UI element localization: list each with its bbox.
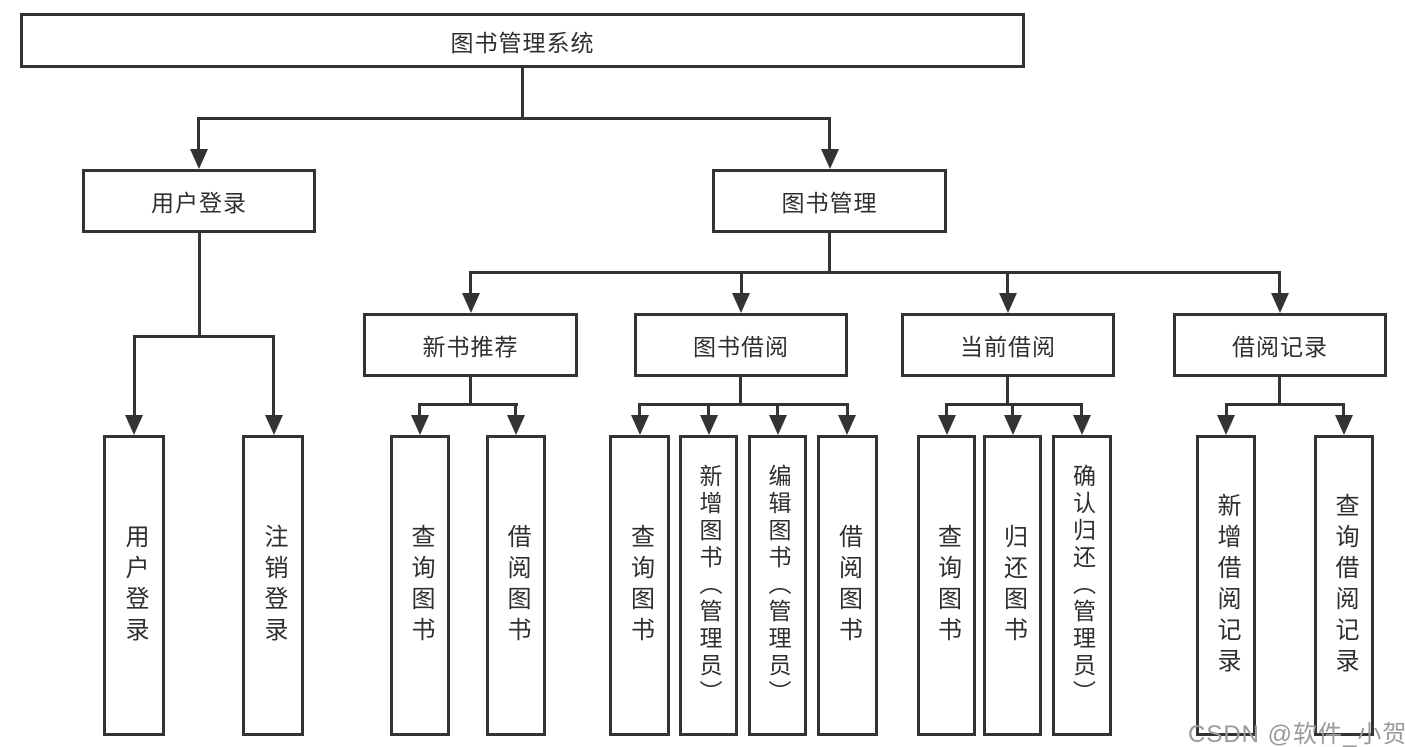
connector-line [707, 403, 710, 415]
node-user-login: 用户登录 [82, 169, 316, 233]
leaf-edit-books-admin: 编辑图书（管理员） [748, 435, 807, 736]
arrow-down-icon [938, 415, 956, 435]
node-library-management-system: 图书管理系统 [20, 13, 1025, 68]
leaf-borrow-books-recommend-label: 借阅图书 [503, 523, 530, 648]
arrow-down-icon [732, 293, 750, 313]
arrow-down-icon [700, 415, 718, 435]
arrow-down-icon [821, 149, 839, 169]
connector-line [638, 403, 848, 406]
connector-line [469, 271, 1281, 274]
connector-line [828, 117, 831, 151]
connector-line [133, 335, 275, 338]
arrow-down-icon [631, 415, 649, 435]
connector-line [739, 375, 742, 405]
arrow-down-icon [125, 415, 143, 435]
leaf-borrow-books: 借阅图书 [817, 435, 878, 736]
connector-line [945, 403, 1083, 406]
leaf-edit-books-admin-label: 编辑图书（管理员） [765, 464, 791, 707]
connector-line [828, 231, 831, 273]
connector-line [1225, 403, 1345, 406]
connector-line [1278, 375, 1281, 405]
leaf-return-books: 归还图书 [983, 435, 1042, 736]
leaf-borrow-books-recommend: 借阅图书 [486, 435, 546, 736]
leaf-logout: 注销登录 [242, 435, 304, 736]
connector-line [846, 403, 849, 415]
node-new-book-recommendation: 新书推荐 [363, 313, 578, 377]
leaf-return-books-label: 归还图书 [999, 523, 1027, 648]
arrow-down-icon [1335, 415, 1353, 435]
leaf-query-books-current-label: 查询图书 [933, 523, 961, 648]
connector-line [469, 375, 472, 405]
connector-line [198, 231, 201, 337]
leaf-logout-label: 注销登录 [260, 523, 287, 648]
leaf-query-books-current: 查询图书 [917, 435, 976, 736]
connector-line [740, 271, 743, 295]
leaf-add-borrow-record-label: 新增借阅记录 [1213, 492, 1240, 679]
connector-line [469, 271, 472, 295]
connector-line [945, 403, 948, 415]
connector-line [272, 335, 275, 417]
connector-line [418, 403, 421, 415]
connector-line [776, 403, 779, 415]
node-borrowing-records: 借阅记录 [1173, 313, 1387, 377]
leaf-query-borrow-record: 查询借阅记录 [1314, 435, 1374, 736]
leaf-query-borrow-record-label: 查询借阅记录 [1331, 492, 1358, 679]
arrow-down-icon [838, 415, 856, 435]
node-current-borrowing: 当前借阅 [901, 313, 1115, 377]
arrow-down-icon [462, 293, 480, 313]
arrow-down-icon [1004, 415, 1022, 435]
connector-line [1006, 375, 1009, 405]
connector-line [638, 403, 641, 415]
arrow-down-icon [265, 415, 283, 435]
connector-line [1342, 403, 1345, 415]
leaf-borrow-books-label: 借阅图书 [834, 523, 862, 648]
leaf-query-books-borrowing: 查询图书 [609, 435, 670, 736]
leaf-user-login: 用户登录 [103, 435, 165, 736]
connector-line [197, 117, 200, 151]
connector-line [1080, 403, 1083, 415]
arrow-down-icon [769, 415, 787, 435]
connector-line [1278, 271, 1281, 295]
leaf-query-books-recommend-label: 查询图书 [407, 523, 434, 648]
leaf-confirm-return-admin: 确认归还（管理员） [1052, 435, 1112, 736]
connector-line [521, 66, 524, 119]
csdn-watermark: CSDN @软件_小贺同学 [1188, 721, 1405, 747]
arrow-down-icon [1073, 415, 1091, 435]
arrow-down-icon [1217, 415, 1235, 435]
node-book-management: 图书管理 [712, 169, 947, 233]
leaf-query-books-recommend: 查询图书 [390, 435, 450, 736]
node-book-borrowing: 图书借阅 [634, 313, 848, 377]
leaf-query-books-borrowing-label: 查询图书 [626, 523, 654, 648]
connector-line [133, 335, 136, 417]
leaf-confirm-return-admin-label: 确认归还（管理员） [1069, 464, 1096, 707]
connector-line [1225, 403, 1228, 415]
arrow-down-icon [507, 415, 525, 435]
leaf-user-login-label: 用户登录 [121, 523, 148, 648]
leaf-add-borrow-record: 新增借阅记录 [1196, 435, 1256, 736]
arrow-down-icon [411, 415, 429, 435]
connector-line [419, 403, 518, 406]
arrow-down-icon [190, 149, 208, 169]
connector-line [1011, 403, 1014, 415]
connector-line [514, 403, 517, 415]
connector-line [197, 117, 831, 120]
leaf-add-books-admin: 新增图书（管理员） [679, 435, 738, 736]
arrow-down-icon [1271, 293, 1289, 313]
connector-line [1006, 271, 1009, 295]
arrow-down-icon [999, 293, 1017, 313]
leaf-add-books-admin-label: 新增图书（管理员） [696, 464, 722, 707]
